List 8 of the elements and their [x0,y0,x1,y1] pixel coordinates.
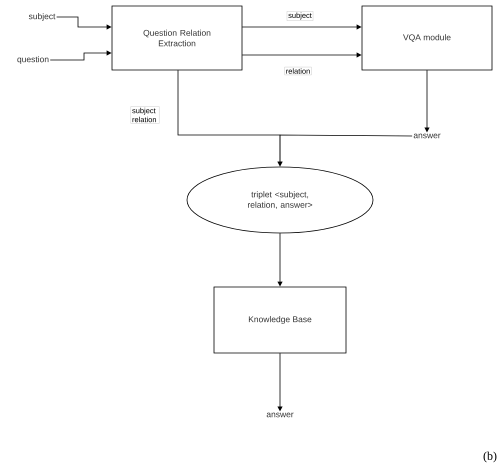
output-label: answer [266,412,294,418]
input-label: question [17,56,48,64]
process-box: Question Relation Extraction [112,6,242,70]
input-label: subject [28,13,56,21]
panel-label: (b) [484,452,496,462]
process-box: Knowledge Base [214,286,346,354]
output-label: answer [414,134,440,138]
process-box: VQA module [362,6,492,70]
